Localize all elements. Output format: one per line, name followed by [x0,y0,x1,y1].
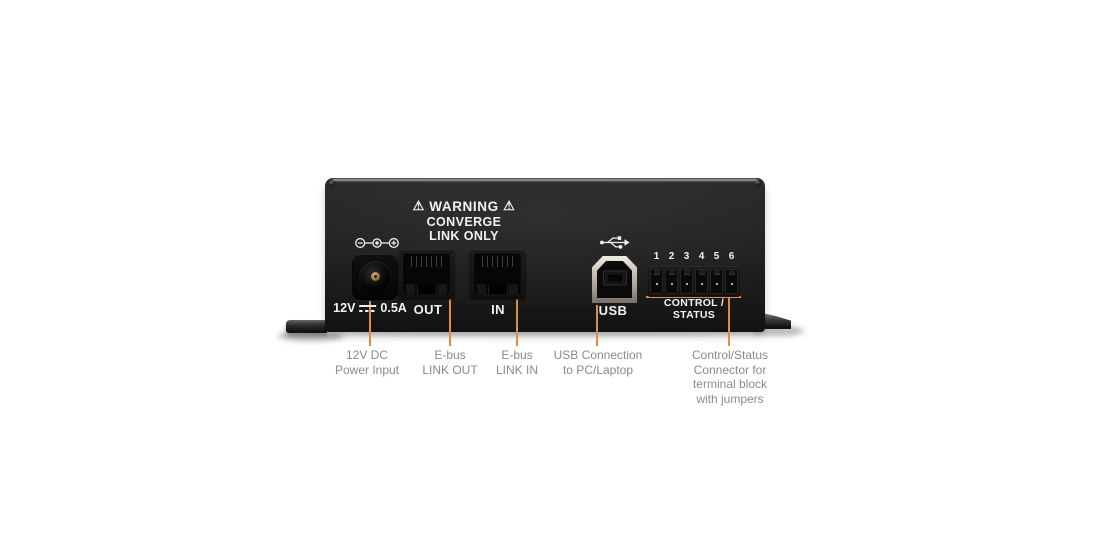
control-status-terminal-block [648,266,740,297]
usb-b-port [592,256,637,303]
terminal-socket [680,269,693,294]
callout-line-ebus-in [516,297,518,346]
ebus-link-in-port [469,249,526,299]
ebus-out-label: OUT [413,302,443,317]
callout-control-status: Control/Status Connector for terminal bl… [692,348,768,406]
callout-text-line: LINK IN [495,362,539,377]
callout-line-power [369,301,371,346]
terminal-socket [725,269,738,294]
warning-triangle-icon: ⚠ [503,198,516,213]
warning-triangle-icon: ⚠ [412,198,425,213]
callout-text-line: Connector for [693,362,767,377]
terminal-socket [665,269,678,294]
warning-line-converge: CONVERGE [426,215,502,229]
chassis-top-edge [331,178,759,183]
usb-port-opening [597,261,632,298]
pin-number: 1 [653,251,660,262]
ebus-in-label: IN [491,302,505,317]
terminal-socket [710,269,723,294]
power-rating-label: 12V 0.5A [333,301,407,315]
callout-text-line: E-bus [501,348,533,362]
pin-number: 6 [728,251,735,262]
dc-polarity-icon [354,235,400,251]
right-mounting-flange [762,313,791,329]
terminal-pin-numbers: 1 2 3 4 5 6 [648,251,740,262]
warning-title: WARNING [429,199,499,214]
dc-power-jack [352,254,398,300]
pin-number: 3 [683,251,690,262]
callout-usb: USB Connection to PC/Laptop [554,348,643,377]
screw-icon [329,180,335,186]
callout-text-line: LINK OUT [422,362,478,377]
callout-text-line: with jumpers [696,391,764,406]
warning-text: ⚠ WARNING ⚠ CONVERGE LINK ONLY [384,198,544,243]
power-voltage: 12V [333,301,356,315]
terminal-socket [650,269,663,294]
callout-line-usb [596,305,598,346]
callout-line-control-status [728,297,730,346]
callout-text-line: E-bus [434,348,466,362]
control-status-label: CONTROL / STATUS [663,297,725,321]
callout-text-line: terminal block [692,377,768,391]
warning-line-link-only: LINK ONLY [429,229,499,243]
callout-ebus-in: E-bus LINK IN [496,348,538,377]
callout-ebus-out: E-bus LINK OUT [422,348,477,377]
terminal-socket [695,269,708,294]
pin-number: 2 [668,251,675,262]
right-flange-shadow [752,326,804,336]
pin-number: 4 [698,251,705,262]
control-status-label-line2: STATUS [672,308,716,321]
screw-icon [755,180,761,186]
callout-power: 12V DC Power Input [335,348,399,377]
power-amperage: 0.5A [380,301,407,315]
callout-text-line: Control/Status [691,348,769,362]
callout-text-line: USB Connection [553,348,643,362]
callout-text-line: 12V DC [345,348,389,362]
callout-line-ebus-out [449,297,451,346]
usb-label: USB [598,303,628,318]
dc-jack-barrel [359,261,391,293]
terminal-block-underline [646,296,741,298]
pin-number: 5 [713,251,720,262]
dc-jack-pin [371,272,380,281]
dc-symbol-icon [359,304,377,313]
callout-text-line: Power Input [334,362,400,377]
device-shadow [340,330,760,336]
callout-text-line: to PC/Laptop [562,362,634,377]
left-flange-shadow [278,331,344,341]
left-mounting-flange [286,320,327,333]
control-status-label-line1: CONTROL / [663,297,725,309]
usb-trident-icon [599,234,631,251]
ebus-link-out-port [398,249,455,299]
usb-port-tongue [602,270,627,286]
